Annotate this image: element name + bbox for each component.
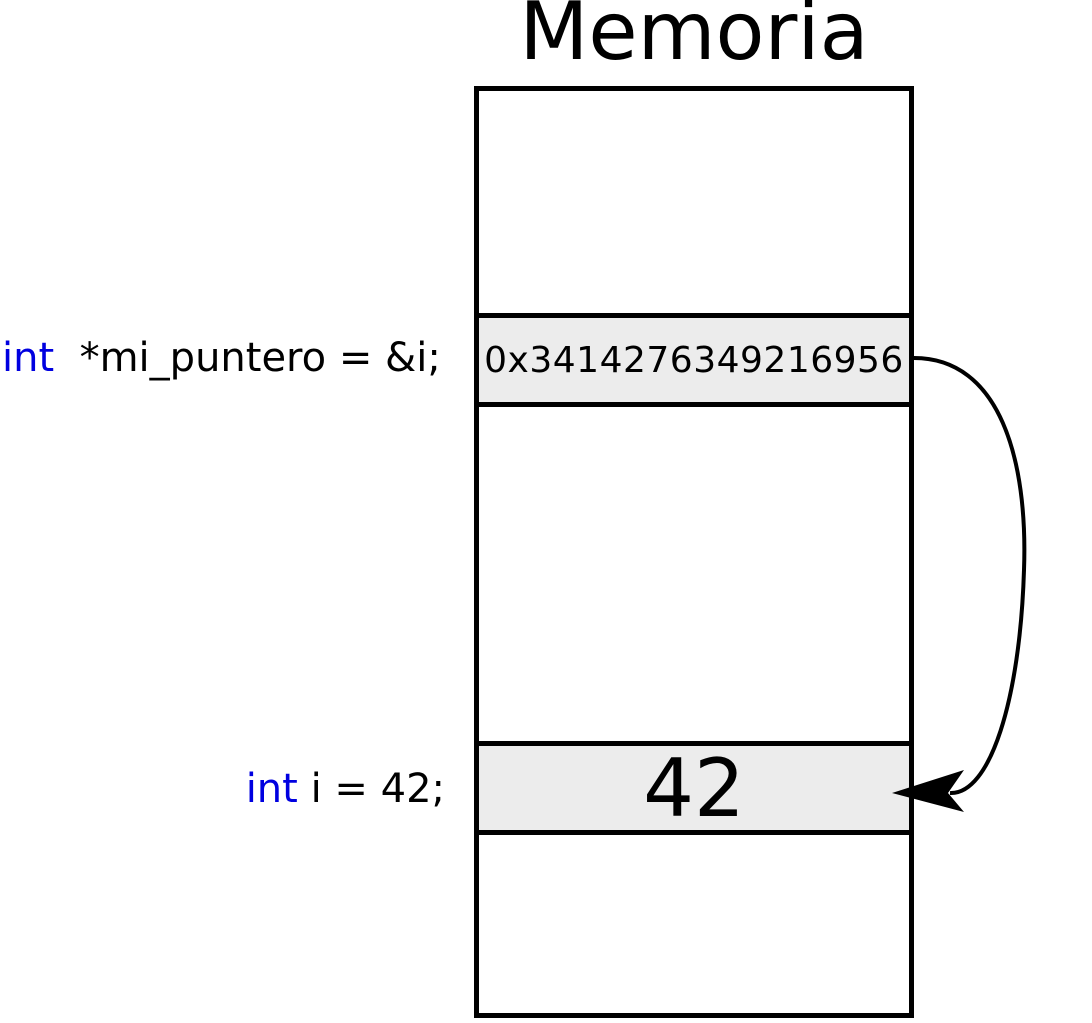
- pointer-memory-cell: 0x3414276349216956: [474, 313, 914, 407]
- pointer-arrow-curve: [913, 356, 1027, 796]
- int-declaration: int i = 42;: [246, 769, 445, 809]
- memory-block: [474, 86, 914, 1018]
- int-variable-code: i = 42;: [310, 766, 445, 812]
- pointer-type-keyword: int: [2, 335, 55, 381]
- pointer-variable-name: *mi_puntero: [79, 335, 327, 381]
- int-value: 42: [643, 741, 745, 835]
- pointer-declaration: int *mi_puntero = &i;: [2, 338, 441, 378]
- diagram-title: Memoria: [519, 0, 869, 78]
- pointer-address-value: 0x3414276349216956: [484, 339, 904, 381]
- int-type-keyword: int: [245, 766, 298, 812]
- pointer-assignment: = &i;: [338, 335, 441, 381]
- int-memory-cell: 42: [474, 741, 914, 835]
